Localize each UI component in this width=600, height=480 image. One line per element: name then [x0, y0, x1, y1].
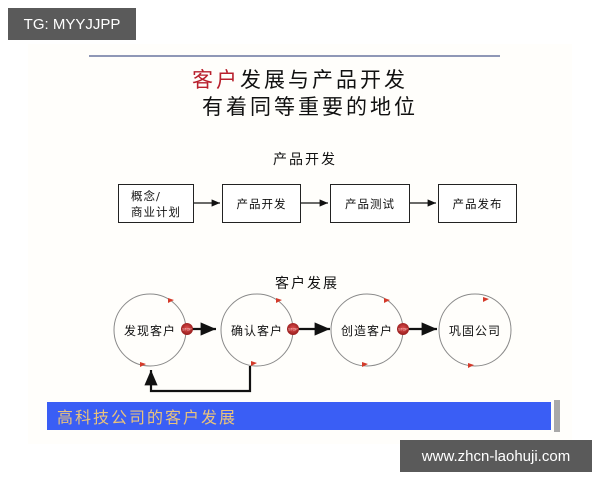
step-concept-plan: 概念/ 商业计划 — [118, 184, 194, 223]
caption-banner: 高科技公司的客户发展 — [47, 402, 551, 430]
step-label-line2: 商业计划 — [131, 204, 181, 219]
slide-title-line2: 有着同等重要的地位 — [202, 95, 418, 119]
stage-label-validate: 确认客户 — [230, 324, 283, 338]
slide — [28, 44, 572, 444]
svg-text:STOP: STOP — [182, 328, 192, 332]
banner-text: 高科技公司的客户发展 — [57, 408, 238, 427]
step-product-test: 产品测试 — [330, 184, 410, 223]
watermark-top-left: TG: MYYJJPP — [8, 8, 136, 40]
svg-text:STOP: STOP — [288, 328, 298, 332]
slide-title-line1: 客户发展与产品开发 — [0, 64, 600, 94]
scrollbar-stub — [554, 400, 560, 432]
stage-label-discover: 发现客户 — [123, 324, 176, 338]
step-label: 产品发布 — [452, 196, 503, 211]
stage-circle-build — [438, 293, 512, 367]
title-rest: 发展与产品开发 — [240, 68, 408, 92]
step-label-line1: 概念/ — [131, 188, 161, 203]
watermark-text: TG: MYYJJPP — [23, 15, 121, 33]
title-divider — [89, 55, 500, 57]
step-label: 产品开发 — [236, 196, 287, 211]
feedback-loop-arrow — [144, 366, 252, 393]
title-highlight: 客户 — [192, 68, 240, 92]
stage-label-build: 巩固公司 — [448, 324, 501, 338]
stage-label-create: 创造客户 — [340, 324, 393, 338]
product-dev-heading: 产品开发 — [273, 152, 337, 168]
svg-text:STOP: STOP — [398, 328, 408, 332]
stop-badges: STOP STOP STOP — [181, 323, 409, 335]
step-product-dev: 产品开发 — [222, 184, 301, 223]
watermark-bottom-right: www.zhcn-laohuji.com — [400, 440, 592, 472]
step-product-release: 产品发布 — [438, 184, 517, 223]
customer-dev-heading: 客户发展 — [275, 276, 339, 292]
step-label: 产品测试 — [345, 196, 395, 211]
watermark-text: www.zhcn-laohuji.com — [421, 447, 571, 465]
